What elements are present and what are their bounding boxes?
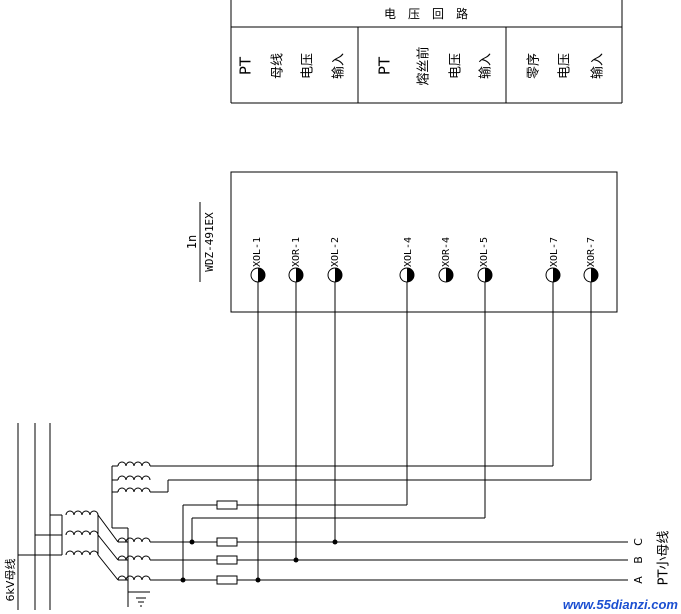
coil-connection	[97, 534, 119, 561]
col2-line-4: 输入	[478, 53, 494, 79]
primary-winding-3	[65, 550, 99, 556]
col2-line-2: 熔丝前	[416, 46, 432, 85]
column-zero-sequence-voltage: 零序	[527, 53, 542, 79]
secondary-winding-a	[117, 575, 151, 581]
phase-label-a: A	[632, 576, 645, 584]
terminal-fill	[335, 268, 342, 282]
fuse-c	[216, 575, 238, 585]
table-header: 电 压 回 路	[384, 6, 468, 21]
delta-winding-1	[117, 461, 151, 467]
fuse-a	[216, 537, 238, 547]
col2-line-3: 电压	[449, 53, 464, 79]
terminal-label-xor-1: XOR-1	[291, 237, 302, 267]
voltage-circuit-table	[230, 0, 623, 104]
terminal-fill	[296, 268, 303, 282]
col1-line-3: 电压	[301, 53, 316, 79]
junction-dots	[180, 539, 338, 583]
column-pt-bus-voltage: PT	[237, 56, 255, 75]
primary-winding-1	[65, 510, 99, 516]
secondary-winding-c	[117, 537, 151, 543]
terminal-fill	[258, 268, 265, 282]
terminal-fill	[553, 268, 560, 282]
col3-line-2: 电压	[558, 53, 573, 79]
delta-winding-3	[117, 487, 151, 493]
terminal-symbols	[250, 267, 599, 283]
col1-line-1: PT	[237, 56, 255, 75]
coil-connection	[97, 514, 119, 543]
device-label-top: 1n	[185, 235, 199, 249]
protection-device-box	[230, 171, 618, 313]
wiring	[17, 282, 628, 610]
column-pt-prefuse-voltage: PT	[376, 56, 394, 75]
terminal-label-xol-7: XOL-7	[549, 237, 560, 267]
col2-line-1: PT	[376, 56, 394, 75]
phase-label-b: B	[632, 556, 645, 564]
col3-line-3: 输入	[590, 53, 606, 79]
terminal-label-xol-2: XOL-2	[330, 237, 341, 267]
terminal-label-xor-7: XOR-7	[586, 237, 597, 267]
terminal-fill	[446, 268, 453, 282]
terminal-label-xol-5: XOL-5	[479, 237, 490, 267]
secondary-winding-b	[117, 555, 151, 561]
pt-windings	[65, 461, 151, 581]
pt-small-bus-label: PT小母线	[657, 531, 672, 586]
col1-line-4: 输入	[331, 53, 347, 79]
busbar-label: 6kV母线	[3, 559, 17, 602]
device-label: 1n WDZ-491EX	[185, 202, 216, 282]
phase-label-c: C	[632, 538, 645, 546]
watermark: www.55dianzi.com	[563, 597, 679, 612]
terminal-label-xol-1: XOL-1	[252, 237, 263, 267]
coil-connection	[97, 554, 119, 581]
terminal-label-xor-4: XOR-4	[441, 237, 452, 267]
device-label-model: WDZ-491EX	[203, 212, 216, 272]
col3-line-1: 零序	[527, 53, 542, 79]
fuses	[216, 500, 238, 585]
primary-winding-2	[65, 530, 99, 536]
col1-line-2: 母线	[271, 53, 286, 79]
fuse-b	[216, 555, 238, 565]
terminal-fill	[407, 268, 414, 282]
terminal-fill	[485, 268, 492, 282]
terminal-label-xol-4: XOL-4	[403, 237, 414, 267]
delta-winding-2	[117, 475, 151, 481]
fuse-1	[216, 500, 238, 510]
terminal-fill	[591, 268, 598, 282]
